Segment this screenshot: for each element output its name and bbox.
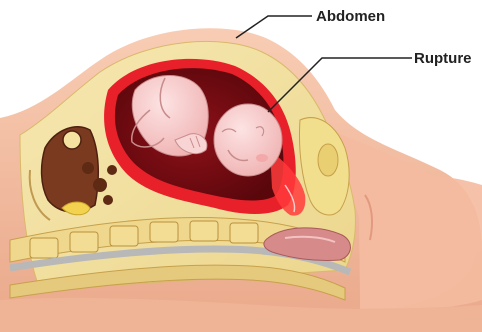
leg	[359, 175, 482, 310]
abdomen-label: Abdomen	[316, 8, 385, 25]
rupture-label: Rupture	[414, 50, 472, 67]
